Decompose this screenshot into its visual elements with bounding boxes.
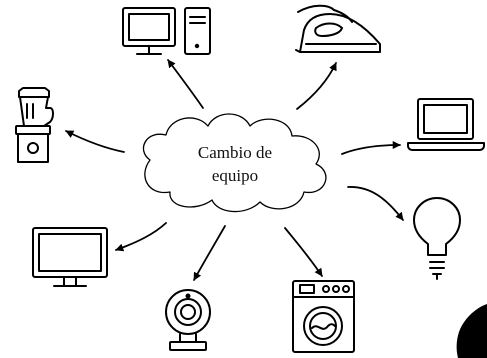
arrow-to-desktop-computer — [167, 59, 204, 109]
arrow-to-clothes-iron — [296, 62, 337, 110]
center-label-line1: Cambio de — [197, 143, 273, 162]
arrow-to-laptop — [341, 140, 401, 155]
arrow-to-webcam — [193, 225, 226, 281]
blender-icon — [15, 87, 54, 163]
laptop-icon — [407, 98, 485, 151]
center-label: Cambio de equipo — [168, 141, 302, 187]
light-bulb-icon — [413, 197, 461, 280]
arrow-to-blender — [65, 130, 125, 153]
arrow-to-washing-machine — [284, 227, 323, 277]
center-cloud — [142, 113, 327, 213]
arrows — [65, 59, 404, 281]
arrow-to-monitor — [115, 222, 167, 252]
center-label-line2: equipo — [211, 166, 259, 185]
monitor-icon — [32, 227, 108, 287]
clothes-iron-icon — [295, 4, 381, 53]
corner-dark-shape — [456, 304, 487, 358]
desktop-computer-icon — [122, 7, 211, 55]
webcam-icon — [165, 289, 211, 351]
arrow-to-light-bulb — [347, 186, 404, 221]
washing-machine-icon — [292, 280, 355, 353]
